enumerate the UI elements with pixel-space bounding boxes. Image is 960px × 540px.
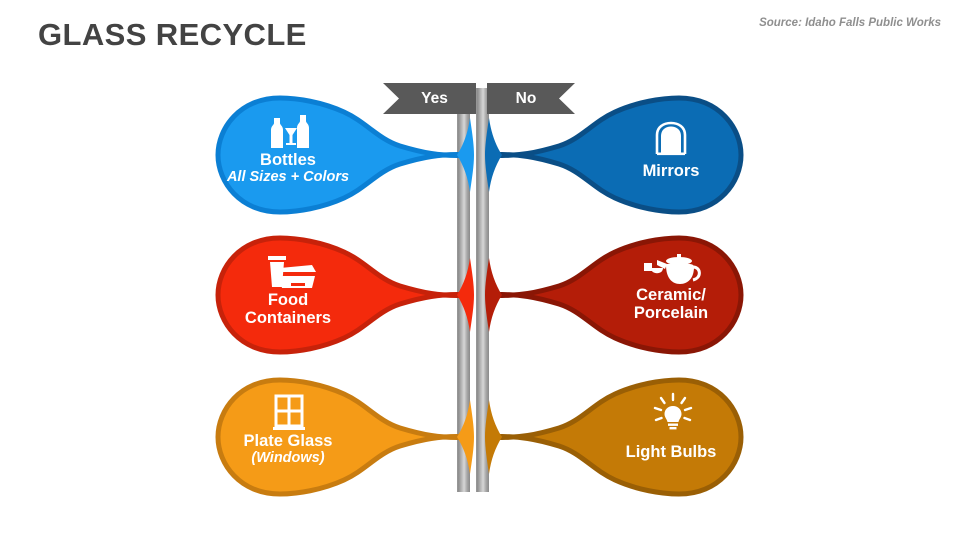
teardrop-mirrors-tip bbox=[485, 118, 502, 192]
teardrop-bottles-tip bbox=[457, 118, 474, 192]
row-plateglass-bulbs: Plate Glass (Windows) Ligh bbox=[0, 370, 960, 520]
teardrop-light-bulbs[interactable] bbox=[486, 377, 744, 497]
teardrop-ceramic-porcelain[interactable] bbox=[486, 235, 744, 355]
teardrop-food-tip bbox=[457, 258, 474, 332]
column-header-yes-label: Yes bbox=[421, 89, 448, 107]
teardrop-bottles[interactable] bbox=[215, 95, 473, 215]
column-header-no[interactable]: No bbox=[487, 83, 575, 114]
source-attribution: Source: Idaho Falls Public Works bbox=[759, 17, 941, 29]
teardrop-light-bulbs-tip bbox=[485, 400, 502, 474]
row-2-shapes bbox=[215, 235, 744, 355]
teardrop-plate-glass-tip bbox=[457, 400, 474, 474]
column-header-no-label: No bbox=[515, 89, 537, 107]
teardrop-mirrors[interactable] bbox=[486, 95, 744, 215]
row-1-shapes bbox=[215, 95, 744, 215]
teardrop-ceramic-tip bbox=[485, 258, 502, 332]
teardrop-food-containers[interactable] bbox=[215, 235, 473, 355]
teardrop-plate-glass[interactable] bbox=[215, 377, 473, 497]
row-bottles-mirrors: Bottles All Sizes + Colors Mirrors bbox=[0, 88, 960, 238]
row-food-ceramic: Food Containers Ceramic/ Porcelain bbox=[0, 228, 960, 378]
row-3-shapes bbox=[215, 377, 744, 497]
divider-pole-right bbox=[476, 88, 489, 492]
page-title: GLASS RECYCLE bbox=[38, 17, 307, 52]
